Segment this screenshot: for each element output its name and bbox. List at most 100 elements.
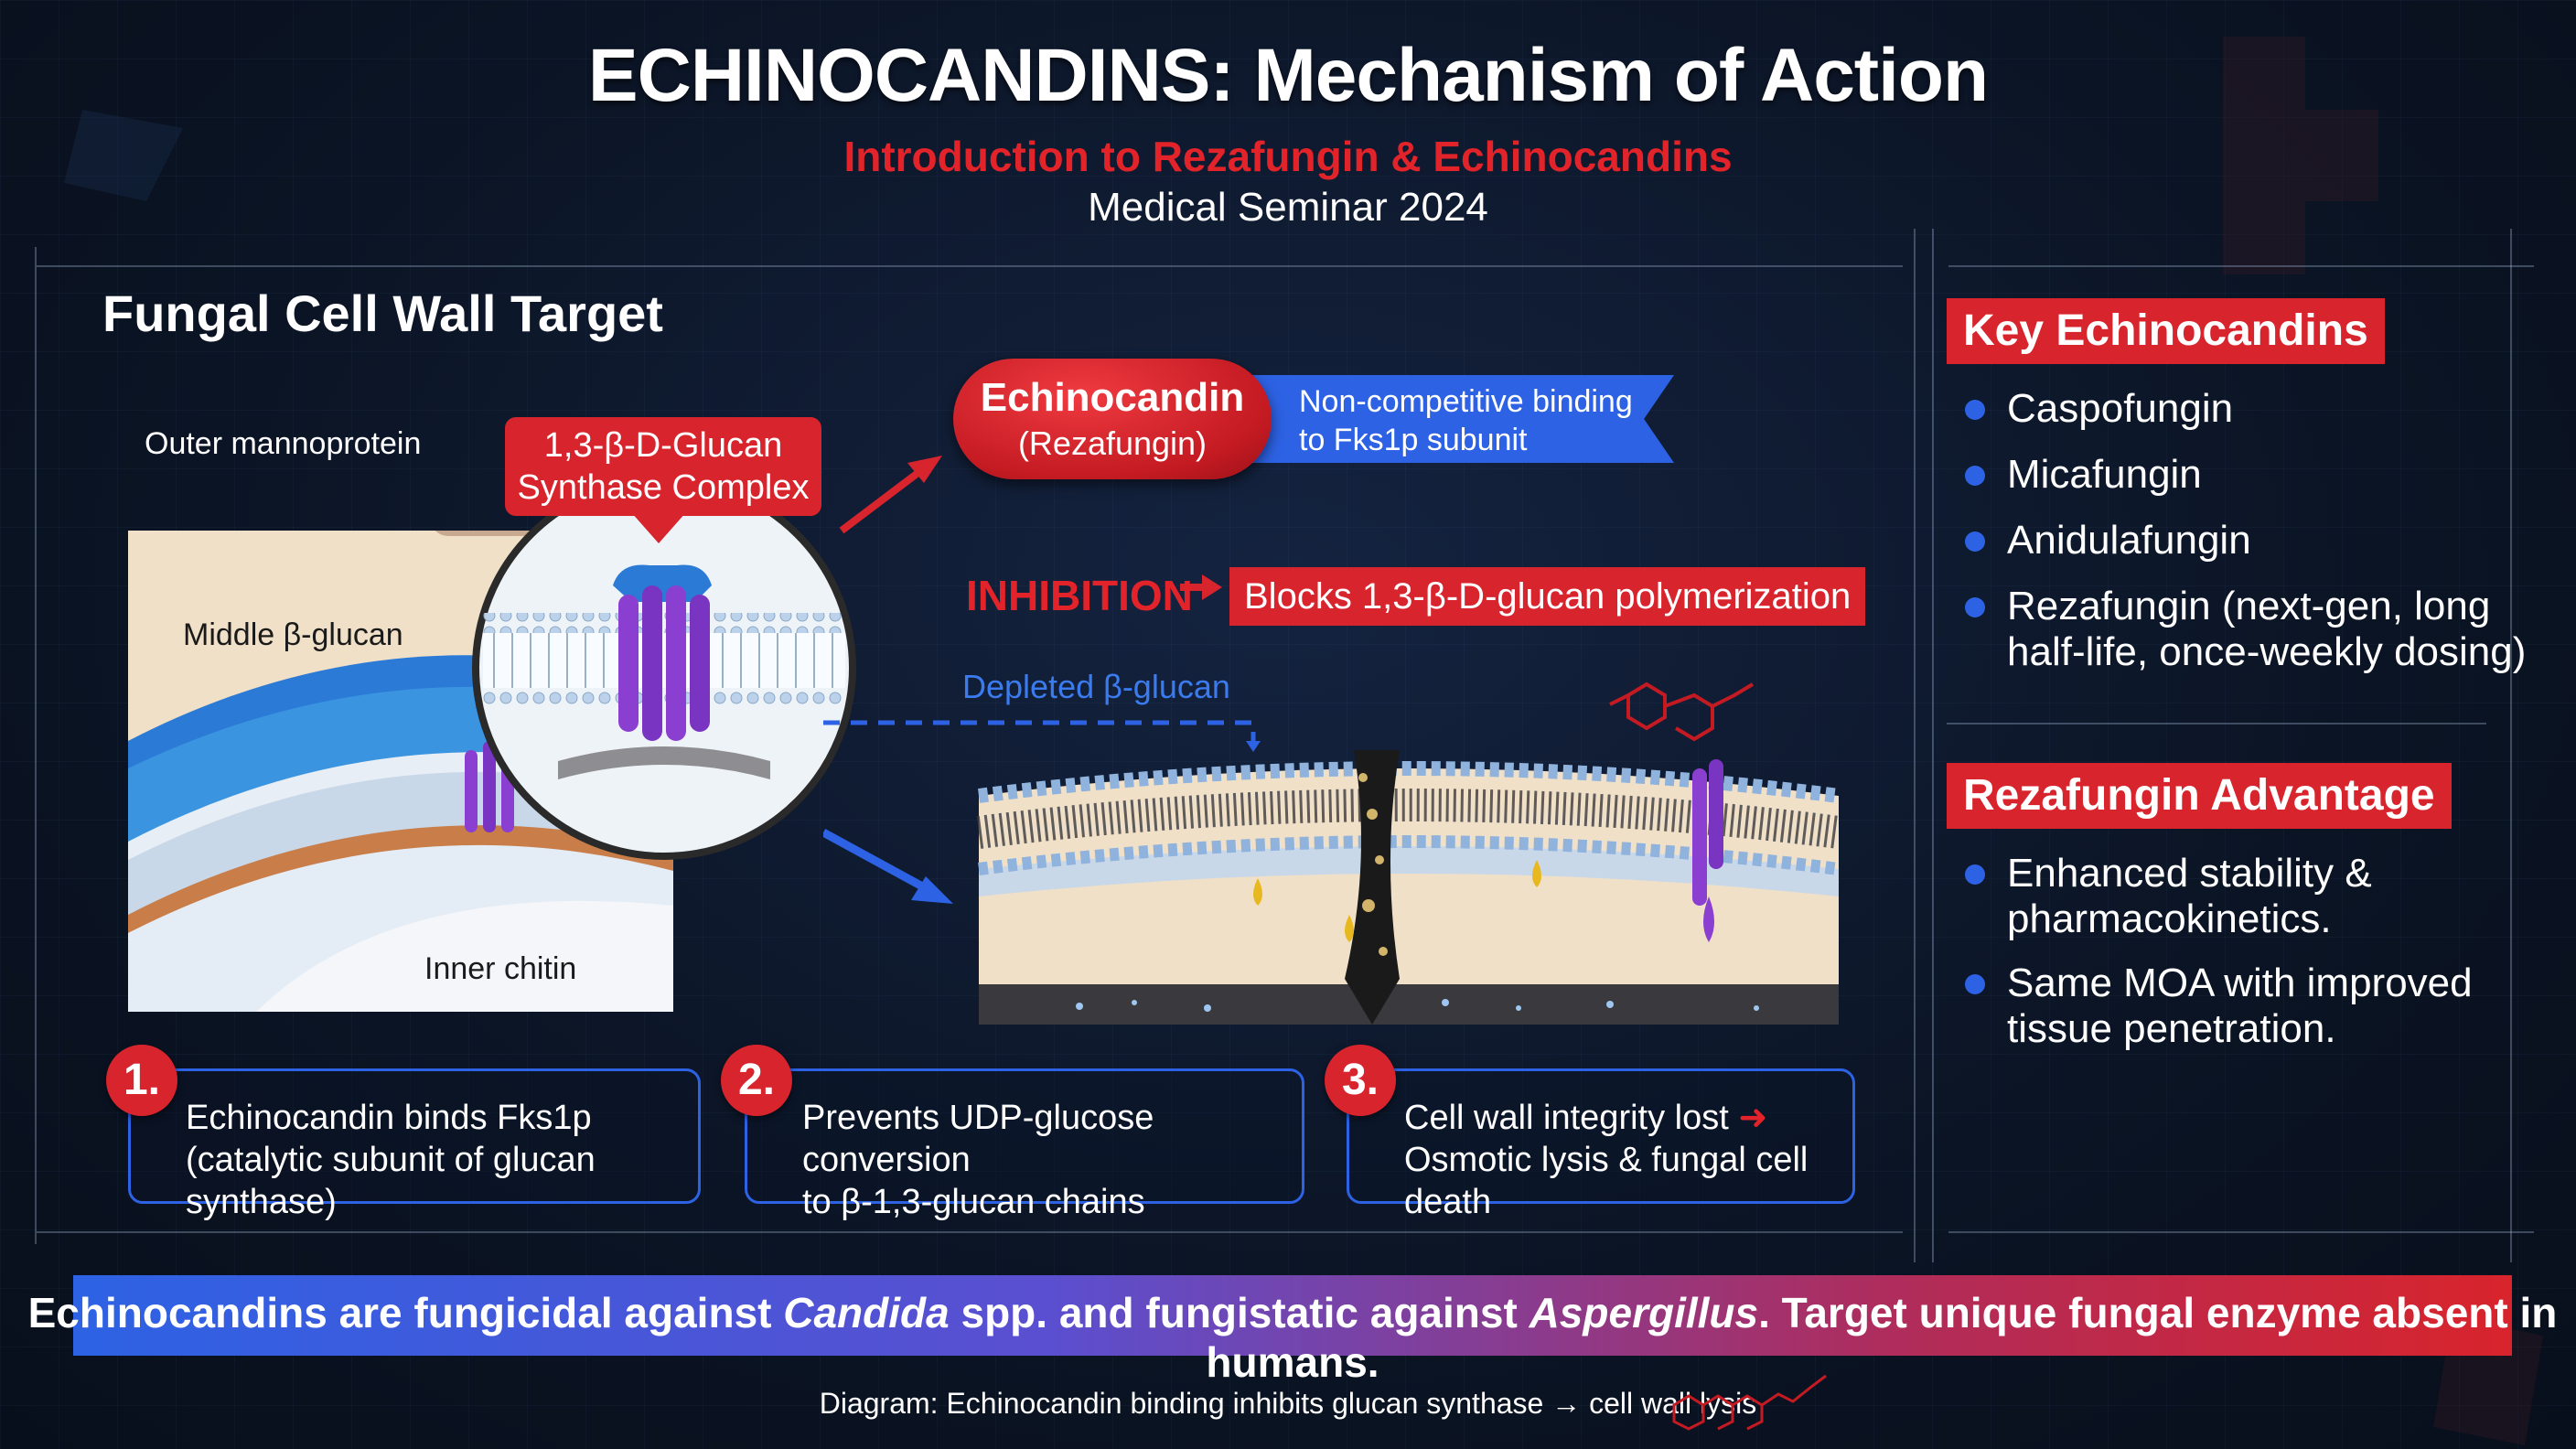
mannoprotein-bump [284,494,421,531]
divider-bottom-left [37,1231,1903,1233]
step-3-line1: Cell wall integrity lost [1404,1099,1729,1137]
decor-cross-shape [2223,37,2378,274]
binding-banner [1244,375,1674,463]
mechanism-arrows [823,456,1261,904]
step-3-arrow-icon: ➜ [1728,1099,1768,1137]
bullet-icon [1965,597,1985,617]
step-1-number: 1. [106,1045,177,1116]
divider-vertical-2 [1932,229,1934,1262]
arrow-head-blue [911,876,953,904]
binding-line2: to Fks1p subunit [1299,423,1528,457]
step-3-line2: Osmotic lysis & fungal cell death [1404,1141,1809,1221]
diagram-caption: Diagram: Echinocandin binding inhibits g… [819,1387,1757,1420]
key-item-1: Caspofungin [2007,386,2234,431]
membrane-tails [976,789,1841,849]
glucan-synthase-protein [558,564,770,779]
page-title: ECHINOCANDINS: Mechanism of Action [574,33,2002,119]
arrow-to-lysis [823,829,927,891]
summary-part1: Echinocandins are fungicidal against [27,1289,784,1336]
adv-item-1-cont: pharmacokinetics. [2007,896,2332,941]
step-3-text: Cell wall integrity lost ➜ Osmotic lysis… [1404,1097,1852,1223]
key-item-4: Rezafungin (next-gen, long [2007,584,2491,628]
drug-pill: Echinocandin (Rezafungin) [953,359,1272,479]
leaking-granules [1358,773,1388,956]
decor-shape [64,110,183,201]
summary-banner [73,1275,2512,1356]
bullet-icon [1965,864,1985,885]
step-1-text: Echinocandin binds Fks1p (catalytic subu… [186,1097,698,1223]
bullet-icon [1965,531,1985,552]
arrow-to-drug [839,465,927,534]
depleted-glucan-label: Depleted β-glucan [962,668,1230,705]
key-item-3: Anidulafungin [2007,518,2251,563]
step-1-line2: (catalytic subunit of glucan synthase) [186,1141,596,1221]
mannoprotein-bump [435,531,544,536]
divider-top-right [1948,265,2534,267]
summary-part3: . Target unique fungal enzyme absent in … [1206,1289,2558,1386]
key-echinocandins-title: Key Echinocandins [1947,298,2385,364]
page-subtitle: Introduction to Rezafungin & Echinocandi… [843,133,1733,180]
label-inner-chitin: Inner chitin [424,951,576,986]
bullet-icon [1965,974,1985,994]
inhibition-label: INHIBITION [966,572,1193,619]
label-outer-mannoprotein: Outer mannoprotein [145,426,422,461]
step-2-text: Prevents UDP-glucose conversion to β-1,3… [802,1097,1302,1223]
adv-item-2-cont: tissue penetration. [2007,1006,2336,1051]
callout-line2: Synthase Complex [517,468,810,507]
arrow-head-dashed [1246,741,1261,752]
step-2-line2: to β-1,3-glucan chains [802,1183,1145,1221]
title-wrap: ECHINOCANDINS: Mechanism of Action [0,33,2576,119]
scattered-dots [1076,999,1759,1012]
drug-example: (Rezafungin) [1017,424,1208,462]
binding-line1: Non-competitive binding [1299,384,1633,419]
key-item-2: Micafungin [2007,452,2202,497]
step-1-box: Echinocandin binds Fks1p (catalytic subu… [128,1068,701,1221]
bullet-icon [1965,400,1985,420]
step-2-box: Prevents UDP-glucose conversion to β-1,3… [745,1068,1304,1221]
divider-right-panel [1947,723,2486,724]
callout-pointer [631,512,686,543]
divider-vertical-left [35,247,37,1244]
bound-drug-protein [1692,759,1723,942]
adv-item-1: Enhanced stability & [2007,851,2372,896]
summary-part2: spp. and fungistatic against [949,1289,1530,1336]
mannoprotein-bump [132,494,287,531]
lysis-illustration [976,682,1841,1025]
divider-top-left [37,265,1903,267]
event-label: Medical Seminar 2024 [1088,185,1488,230]
step-2-line1: Prevents UDP-glucose conversion [802,1099,1154,1179]
synthase-callout: 1,3-β-D-Glucan Synthase Complex [505,417,821,516]
summary-aspergillus: Aspergillus [1529,1289,1759,1336]
step-3-number: 3. [1325,1045,1396,1116]
callout-line1: 1,3-β-D-Glucan [543,426,783,465]
dashed-arrow-depleted [823,720,1256,741]
summary-statement: Echinocandins are fungicidal against Can… [0,1288,2576,1387]
base-layer [979,984,1839,1025]
lysis-crack [1345,750,1400,1025]
step-1-line1: Echinocandin binds Fks1p [186,1099,592,1137]
divider-bottom-right [1948,1231,2534,1233]
step-3-box: Cell wall integrity lost ➜ Osmotic lysis… [1347,1068,1855,1221]
step-2-number: 2. [721,1045,792,1116]
zoom-membrane [483,613,845,708]
summary-candida: Candida [783,1289,950,1336]
key-item-4-cont: half-life, once-weekly dosing) [2007,629,2527,674]
arrow-head-red [907,456,942,483]
adv-item-2: Same MOA with improved [2007,961,2473,1005]
drug-molecule [1609,682,1755,742]
divider-vertical-1 [1914,229,1916,1262]
binding-text: Non-competitive binding to Fks1p subunit [1299,382,1633,459]
bullet-icon [1965,466,1985,486]
rezafungin-advantage-title: Rezafungin Advantage [1947,763,2452,829]
divider-vertical-3 [2510,229,2512,1262]
inhibition-arrow-head [1202,574,1222,600]
glucan-band [979,846,1839,896]
inhibition-text: Blocks 1,3-β-D-glucan polymerization [1229,567,1866,626]
inner-chitin-area [256,900,673,1012]
label-middle-glucan: Middle β-glucan [183,617,403,652]
cell-wall-illustration: Middle β-glucan Inner chitin [128,476,856,1012]
droplets [1253,860,1541,942]
section-title: Fungal Cell Wall Target [91,284,674,343]
molecule-decor-icon [1672,1374,1827,1431]
